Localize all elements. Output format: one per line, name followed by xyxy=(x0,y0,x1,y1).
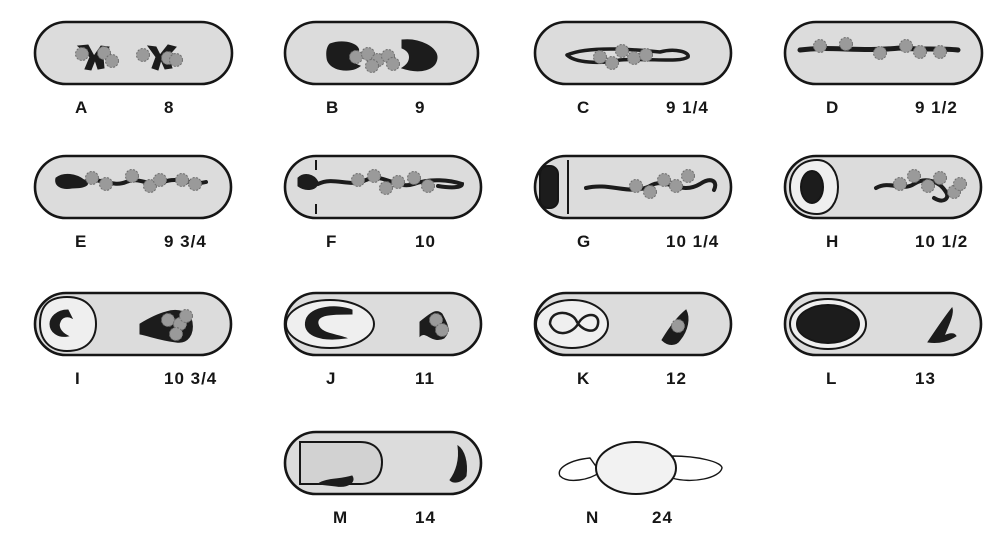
panel-hour: 9 1/2 xyxy=(915,98,958,118)
panel-g: G 10 1/4 xyxy=(534,156,754,266)
panel-hour: 11 xyxy=(415,369,435,389)
panel-j: J 11 xyxy=(283,293,503,403)
panel-letter: C xyxy=(577,98,590,118)
panel-hour: 13 xyxy=(915,369,936,389)
panel-hour: 14 xyxy=(415,508,436,528)
panel-letter: G xyxy=(577,232,591,252)
panel-hour: 10 1/4 xyxy=(666,232,719,252)
panel-hour: 24 xyxy=(652,508,673,528)
panel-l: L 13 xyxy=(783,293,1002,403)
panel-letter: H xyxy=(826,232,839,252)
panel-letter: E xyxy=(75,232,87,252)
panel-letter: N xyxy=(586,508,599,528)
panel-letter: B xyxy=(326,98,339,118)
panel-i: I 10 3/4 xyxy=(32,293,252,403)
panel-hour: 9 1/4 xyxy=(666,98,709,118)
panel-letter: A xyxy=(75,98,88,118)
panel-hour: 12 xyxy=(666,369,687,389)
panel-b: B 9 xyxy=(283,22,503,132)
panel-letter: I xyxy=(75,369,81,389)
panel-letter: J xyxy=(326,369,336,389)
panel-m: M 14 xyxy=(283,432,503,542)
panel-hour: 10 xyxy=(415,232,436,252)
panel-hour: 9 3/4 xyxy=(164,232,207,252)
figure: A 8 B 9 C 9 1/4 D 9 1/2 E 9 3/4 F 10 G 1… xyxy=(0,0,1002,527)
panel-hour: 8 xyxy=(164,98,174,118)
panel-k: K 12 xyxy=(534,293,754,403)
panel-c: C 9 1/4 xyxy=(534,22,754,132)
panel-n: N 24 xyxy=(534,432,754,542)
panel-letter: D xyxy=(826,98,839,118)
panel-hour: 10 3/4 xyxy=(164,369,217,389)
panel-letter: M xyxy=(333,508,348,528)
panel-e: E 9 3/4 xyxy=(32,156,252,266)
panel-letter: K xyxy=(577,369,590,389)
panel-letter: L xyxy=(826,369,837,389)
panel-hour: 10 1/2 xyxy=(915,232,968,252)
panel-a: A 8 xyxy=(32,22,252,132)
panel-hour: 9 xyxy=(415,98,425,118)
panel-f: F 10 xyxy=(283,156,503,266)
panel-h: H 10 1/2 xyxy=(783,156,1002,266)
panel-letter: F xyxy=(326,232,337,252)
panel-d: D 9 1/2 xyxy=(783,22,1002,132)
